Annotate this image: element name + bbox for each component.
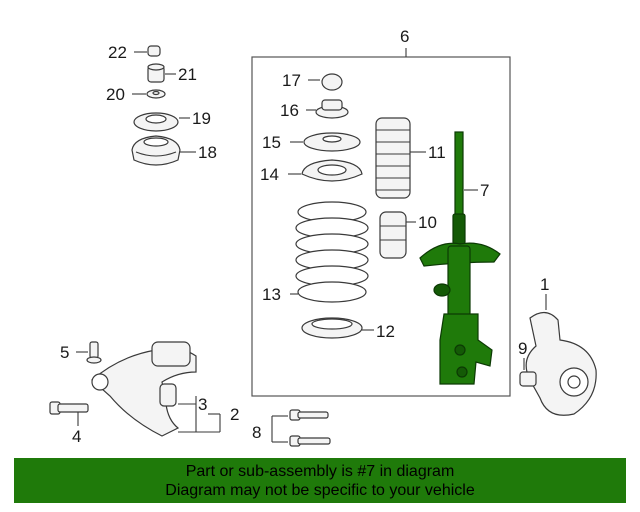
callout-2: 2 (230, 405, 239, 424)
callout-21: 21 (178, 65, 197, 84)
assembly-box (251, 56, 511, 397)
part-13-coil-spring (295, 201, 369, 303)
part-7-strut-highlighted (419, 131, 501, 385)
callout-15: 15 (262, 133, 281, 152)
part-19-bearing (133, 112, 179, 132)
info-banner: Part or sub-assembly is #7 in diagram Di… (14, 458, 626, 503)
part-11-dust-boot (375, 117, 411, 199)
part-14-seat (301, 159, 363, 182)
callout-16: 16 (280, 101, 299, 120)
callout-17: 17 (282, 71, 301, 90)
callout-22: 22 (108, 43, 127, 62)
part-1-steering-knuckle (525, 311, 597, 416)
parts-diagram: 6 22 21 20 19 18 17 16 (49, 27, 597, 447)
callout-10: 10 (418, 213, 437, 232)
callout-1: 1 (540, 275, 549, 294)
callout-4: 4 (72, 427, 81, 446)
part-10-bump-stop (379, 211, 407, 259)
part-9-nut (519, 371, 537, 387)
part-20-washer (146, 89, 166, 99)
part-18-mount (131, 135, 181, 166)
part-2-lower-control-arm (91, 341, 197, 437)
part-17-cap (321, 73, 343, 91)
part-15-plate (303, 132, 361, 152)
part-5-bolt (86, 341, 102, 364)
callout-12: 12 (376, 322, 395, 341)
callout-7: 7 (480, 181, 489, 200)
part-12-spring-seat (301, 317, 363, 339)
banner-line-1: Part or sub-assembly is #7 in diagram (185, 462, 455, 480)
part-16-bushing (315, 99, 349, 119)
callout-11: 11 (428, 143, 446, 162)
callout-18: 18 (198, 143, 217, 162)
part-8-bolts (289, 409, 331, 447)
callout-20: 20 (106, 85, 125, 104)
callout-13: 13 (262, 285, 281, 304)
part-4-bolt (49, 401, 89, 415)
callout-9: 9 (518, 339, 527, 358)
callout-5: 5 (60, 343, 69, 362)
callout-3: 3 (198, 395, 207, 414)
callout-19: 19 (192, 109, 211, 128)
banner-line-2: Diagram may not be specific to your vehi… (165, 481, 475, 499)
part-22-cap (147, 45, 161, 57)
callout-6: 6 (400, 27, 409, 46)
callout-14: 14 (260, 165, 279, 184)
part-21-bushing (147, 63, 165, 83)
callout-8: 8 (252, 423, 261, 442)
part-3-bushing (159, 383, 177, 407)
